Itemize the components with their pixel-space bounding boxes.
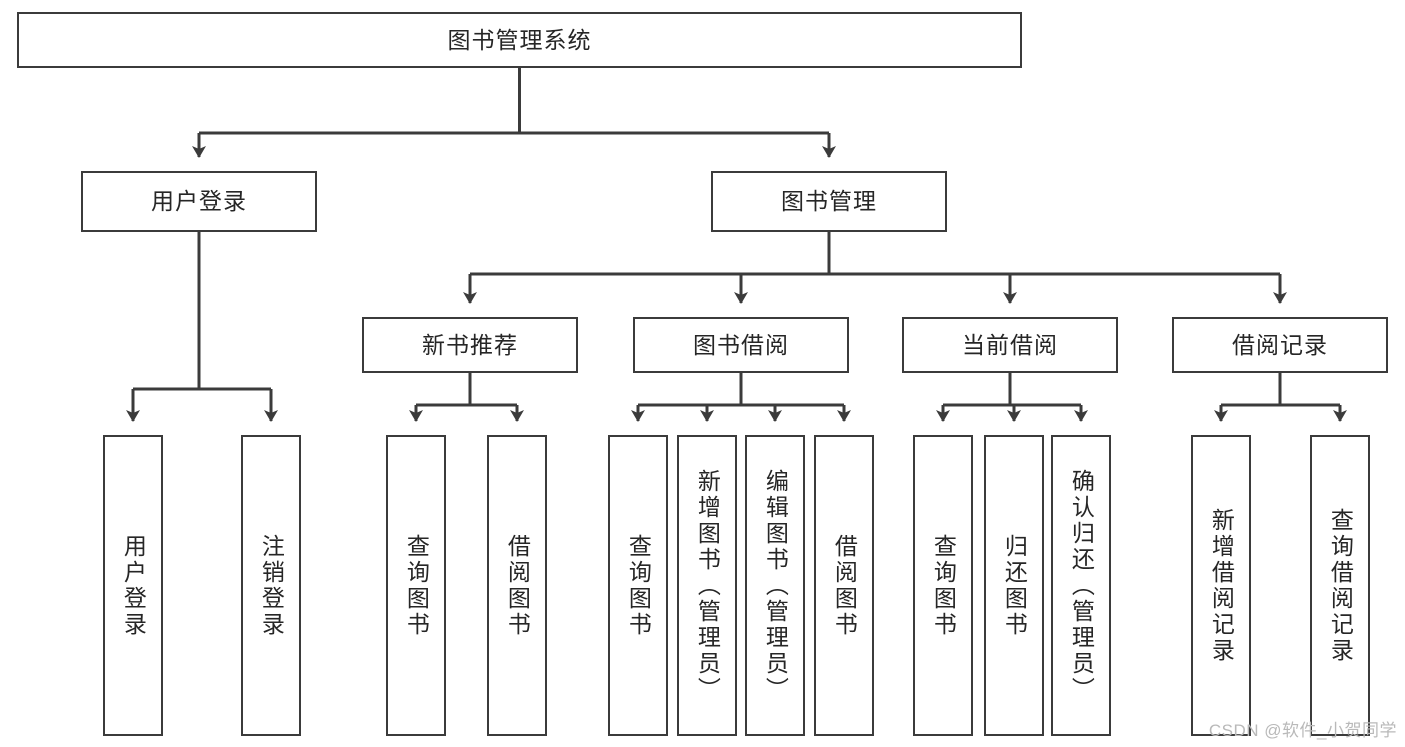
node-borrow-records-label: 借阅记录 [1232, 331, 1328, 358]
node-leaf-query-book-borrow-label: 查询图书 [625, 533, 652, 638]
node-leaf-borrow-book-recommend[interactable]: 借阅图书 [487, 435, 547, 736]
node-user-login[interactable]: 用户登录 [81, 171, 317, 232]
node-root[interactable]: 图书管理系统 [17, 12, 1022, 68]
csdn-watermark: CSDN @软件_小贺同学 [1208, 721, 1397, 740]
node-leaf-confirm-return-label: 确认归还（管理员） [1068, 468, 1095, 703]
node-leaf-query-borrow-record[interactable]: 查询借阅记录 [1310, 435, 1370, 736]
node-leaf-logout-label: 注销登录 [258, 533, 285, 638]
node-leaf-query-book-current[interactable]: 查询图书 [913, 435, 973, 736]
node-leaf-borrow-book-recommend-label: 借阅图书 [504, 533, 531, 638]
node-leaf-query-book-recommend[interactable]: 查询图书 [386, 435, 446, 736]
node-borrow-records[interactable]: 借阅记录 [1172, 317, 1388, 373]
node-leaf-add-book[interactable]: 新增图书（管理员） [677, 435, 737, 736]
node-leaf-confirm-return[interactable]: 确认归还（管理员） [1051, 435, 1111, 736]
node-root-label: 图书管理系统 [447, 26, 592, 53]
node-leaf-query-book-borrow[interactable]: 查询图书 [608, 435, 668, 736]
node-leaf-logout[interactable]: 注销登录 [241, 435, 301, 736]
node-leaf-return-book[interactable]: 归还图书 [984, 435, 1044, 736]
node-current-borrow-label: 当前借阅 [962, 331, 1058, 358]
node-leaf-edit-book-label: 编辑图书（管理员） [762, 468, 789, 703]
node-new-book-recommend[interactable]: 新书推荐 [362, 317, 578, 373]
node-leaf-add-borrow-record-label: 新增借阅记录 [1208, 507, 1235, 664]
node-leaf-user-login-label: 用户登录 [120, 533, 147, 638]
node-leaf-query-book-recommend-label: 查询图书 [403, 533, 430, 638]
node-book-borrow-label: 图书借阅 [693, 331, 789, 358]
node-book-borrow[interactable]: 图书借阅 [633, 317, 849, 373]
node-new-book-recommend-label: 新书推荐 [422, 331, 518, 358]
node-leaf-query-borrow-record-label: 查询借阅记录 [1327, 507, 1354, 664]
node-leaf-query-book-current-label: 查询图书 [930, 533, 957, 638]
node-leaf-borrow-book-label: 借阅图书 [831, 533, 858, 638]
node-leaf-user-login[interactable]: 用户登录 [103, 435, 163, 736]
node-leaf-edit-book[interactable]: 编辑图书（管理员） [745, 435, 805, 736]
node-book-management[interactable]: 图书管理 [711, 171, 947, 232]
node-book-management-label: 图书管理 [781, 188, 877, 214]
node-leaf-add-book-label: 新增图书（管理员） [694, 468, 721, 703]
node-leaf-add-borrow-record[interactable]: 新增借阅记录 [1191, 435, 1251, 736]
node-leaf-borrow-book[interactable]: 借阅图书 [814, 435, 874, 736]
node-current-borrow[interactable]: 当前借阅 [902, 317, 1118, 373]
node-user-login-label: 用户登录 [151, 188, 247, 214]
node-leaf-return-book-label: 归还图书 [1001, 533, 1028, 638]
